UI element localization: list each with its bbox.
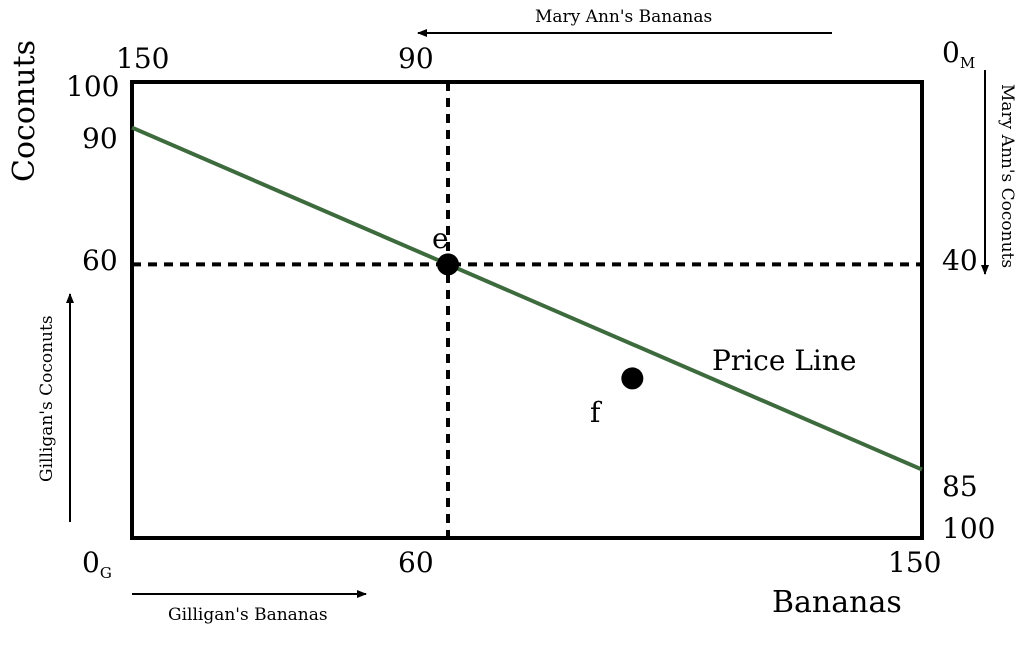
origin-gilligan-sub: G [100,564,112,582]
tick-bottom-60: 60 [398,546,434,579]
tick-left-100: 100 [66,70,119,103]
axis-title-coconuts: Coconuts [7,40,42,182]
point-e-label: e [432,222,449,255]
axis-title-bananas: Bananas [772,585,902,620]
tick-right-40: 40 [942,244,978,277]
edgeworth-box [130,80,924,540]
arrow-label-maryann-coconuts: Mary Ann's Coconuts [997,84,1017,268]
point-f [621,367,644,390]
point-e [437,253,459,276]
origin-maryann-main: 0 [942,36,960,69]
tick-left-90: 90 [82,122,118,155]
tick-bottom-150: 150 [888,546,941,579]
tick-top-150: 150 [116,42,169,75]
origin-maryann: 0M [942,36,975,72]
origin-gilligan: 0G [82,546,112,582]
arrow-label-gilligan-coconuts: Gilligan's Coconuts [37,315,57,482]
origin-maryann-sub: M [960,54,975,72]
tick-left-60: 60 [82,244,118,277]
arrow-label-maryann-bananas: Mary Ann's Bananas [535,7,712,27]
tick-right-85: 85 [942,470,978,503]
tick-top-90: 90 [398,42,434,75]
point-f-label: f [590,396,603,429]
price-line-label: Price Line [712,344,856,377]
arrow-label-gilligan-bananas: Gilligan's Bananas [168,605,328,625]
price-line [131,125,923,472]
origin-gilligan-main: 0 [82,546,100,579]
tick-right-100: 100 [942,512,995,545]
